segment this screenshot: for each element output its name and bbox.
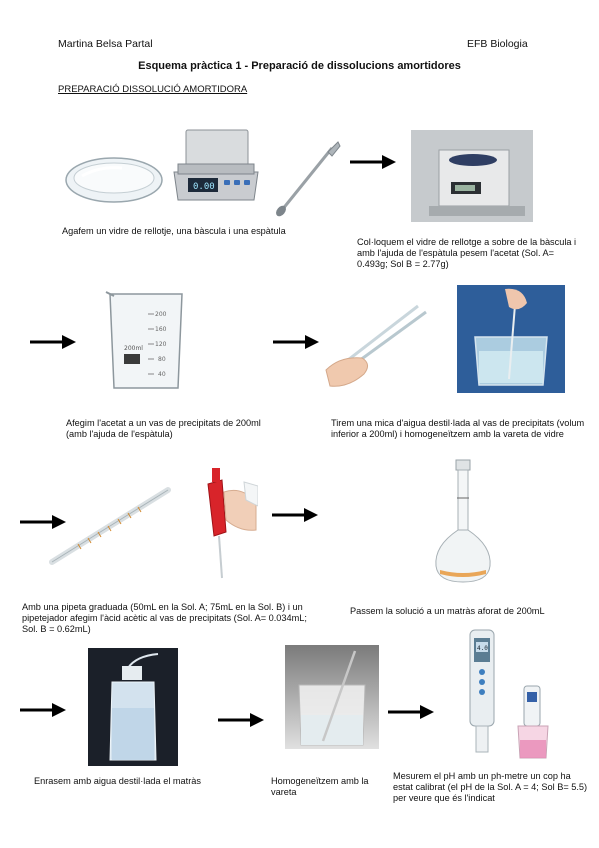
step-caption-9: Mesurem el pH amb un ph-metre un cop ha …: [393, 771, 588, 803]
step-caption-7: Enrasem amb aigua destil·lada el matràs: [34, 776, 201, 786]
step-caption-8: Homogeneïtzem amb la vareta: [271, 776, 369, 797]
course-name: EFB Biologia: [467, 38, 528, 50]
graduated-pipette-image: [49, 487, 171, 565]
stirring-beaker-photo: [457, 285, 565, 393]
step-caption-2: Col·loquem el vidre de rellotge a sobre …: [357, 237, 577, 269]
document-title: Esquema pràctica 1 - Preparació de disso…: [138, 60, 461, 72]
arrow-icon: [272, 508, 318, 522]
beaker-mark: 160: [155, 326, 167, 333]
arrow-icon: [218, 713, 264, 727]
author-name: Martina Belsa Partal: [58, 38, 153, 50]
step-caption-5: Amb una pipeta graduada (50mL en la Sol.…: [22, 602, 307, 634]
glass-rods-image: [325, 304, 427, 387]
step-caption-4: Tirem una mica d'aigua destil·lada al va…: [331, 418, 585, 439]
section-heading: PREPARACIÓ DISSOLUCIÓ AMORTIDORA: [58, 84, 248, 95]
arrow-icon: [20, 703, 66, 717]
spatula-image: [276, 141, 341, 217]
beaker-with-rod-photo: [285, 645, 379, 749]
arrow-icon: [273, 335, 319, 349]
ph-meter-image: 4.0: [469, 629, 549, 759]
volumetric-flask-image: [435, 459, 491, 583]
beaker-image: 200 160 120 80 40 200ml: [105, 291, 183, 389]
beaker-volume-label: 200ml: [124, 345, 143, 352]
beaker-mark: 80: [158, 356, 166, 363]
beaker-mark: 200: [155, 311, 167, 318]
pipettor-image: [207, 468, 258, 579]
step-caption-6: Passem la solució a un matràs aforat de …: [350, 606, 545, 616]
beaker-mark: 120: [155, 341, 167, 348]
arrow-icon: [30, 335, 76, 349]
arrow-icon: [350, 155, 396, 169]
step-caption-3: Afegim l'acetat a un vas de precipitats …: [66, 418, 261, 439]
ph-meter-readout: 4.0: [477, 645, 488, 652]
scale-weighing-photo: [411, 130, 533, 222]
arrow-icon: [20, 515, 66, 529]
scale-image: 0.00: [173, 129, 259, 201]
wash-bottle-photo: [88, 648, 178, 766]
watch-glass-image: [65, 157, 163, 203]
beaker-mark: 40: [158, 371, 166, 378]
step-caption-1: Agafem un vidre de rellotje, una bàscula…: [62, 226, 286, 236]
scale-readout: 0.00: [193, 182, 215, 192]
arrow-icon: [388, 705, 434, 719]
